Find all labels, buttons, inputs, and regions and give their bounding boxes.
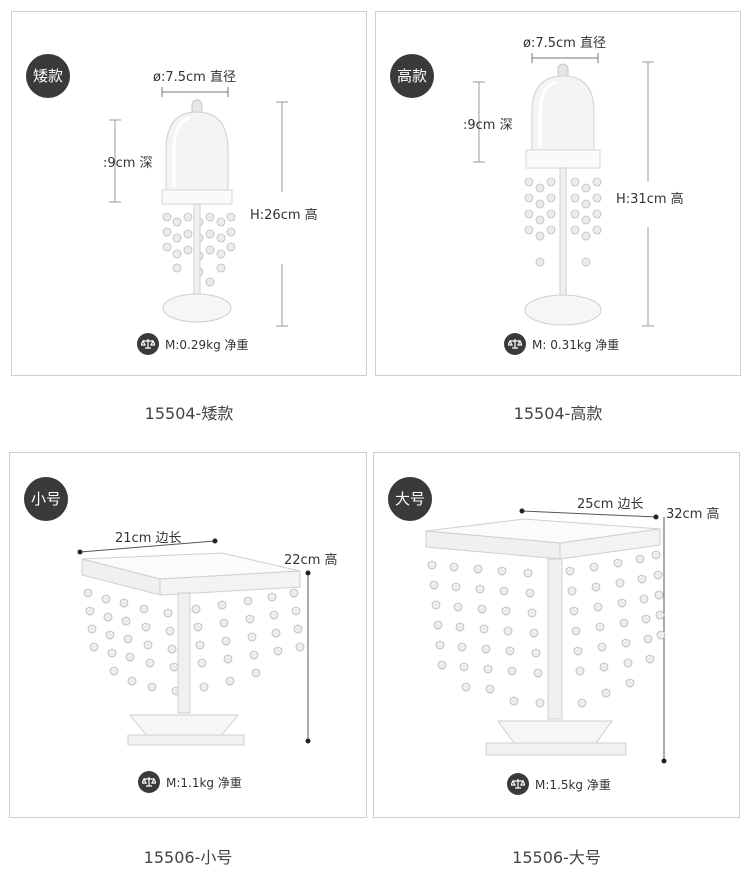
- product-panel-small: 小号 21cm 边长 22cm 高: [9, 452, 367, 818]
- height-label: H:26cm 高: [250, 208, 318, 223]
- crystal-strands: [83, 588, 305, 696]
- diameter-label: ø:7.5cm 直径: [153, 70, 236, 85]
- product-panel-tall: 高款 ø:7.5cm 直径 :9cm 深 H:31cm 高 M: [375, 11, 741, 376]
- height-label: 32cm 高: [666, 507, 720, 522]
- variant-badge: 高款: [390, 54, 434, 98]
- cake-stand-dome-short-image: [109, 87, 288, 327]
- depth-label: :9cm 深: [103, 156, 153, 171]
- weight-label: M: 0.31kg 净重: [532, 337, 620, 352]
- weight-info: M: 0.31kg 净重: [504, 333, 619, 355]
- weight-info: M:1.5kg 净重: [507, 773, 611, 795]
- weight-info: M:1.1kg 净重: [138, 771, 242, 793]
- diameter-label: ø:7.5cm 直径: [523, 36, 606, 51]
- weight-info: M:0.29kg 净重: [137, 333, 249, 355]
- variant-badge: 小号: [24, 477, 68, 521]
- crystal-strands: [427, 550, 666, 708]
- product-panel-large: 大号 25cm 边长 32cm 高: [373, 452, 740, 818]
- side-length-label: 25cm 边长: [577, 497, 644, 512]
- scale-icon: [138, 771, 160, 793]
- product-panel-short: 矮款 ø:7.5cm 直径 :9: [11, 11, 367, 376]
- product-caption: 15506-小号: [143, 848, 233, 867]
- cake-stand-dome-tall-image: [473, 53, 654, 327]
- weight-label: M:0.29kg 净重: [165, 337, 249, 352]
- scale-icon: [507, 773, 529, 795]
- scale-icon: [137, 333, 159, 355]
- square-cake-stand-small-image: [77, 538, 311, 746]
- variant-badge: 矮款: [26, 54, 70, 98]
- product-caption: 15504-矮款: [144, 404, 234, 423]
- scale-icon: [504, 333, 526, 355]
- height-label: H:31cm 高: [616, 192, 684, 207]
- square-cake-stand-large-image: [425, 508, 667, 764]
- weight-label: M:1.1kg 净重: [166, 775, 242, 790]
- weight-label: M:1.5kg 净重: [535, 777, 611, 792]
- variant-badge: 大号: [388, 477, 432, 521]
- side-length-label: 21cm 边长: [115, 531, 182, 546]
- product-caption: 15504-高款: [513, 404, 603, 423]
- depth-label: :9cm 深: [463, 118, 513, 133]
- product-caption: 15506-大号: [512, 848, 601, 867]
- height-label: 22cm 高: [284, 553, 338, 568]
